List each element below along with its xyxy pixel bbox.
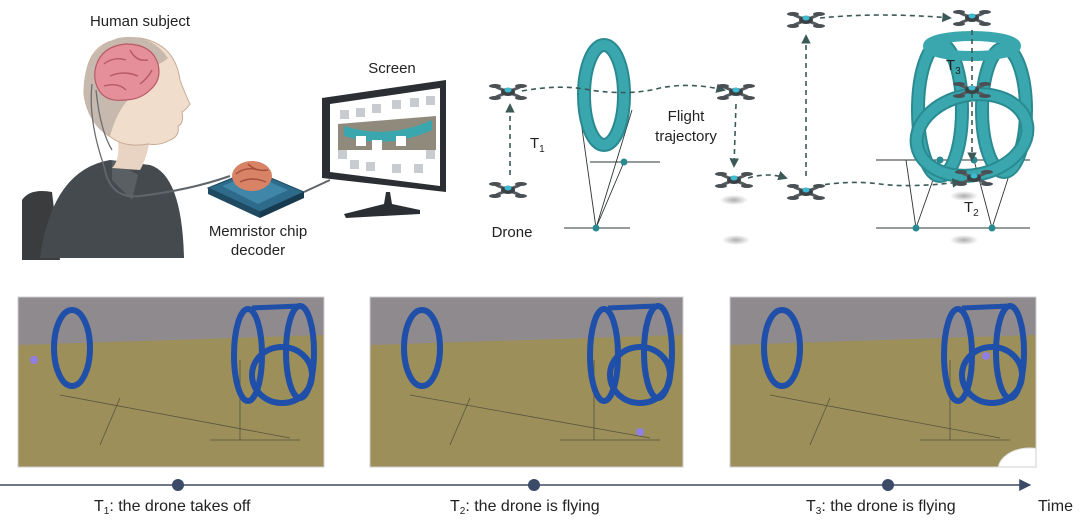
timeline-marker-t3: [882, 479, 894, 491]
screen-label: Screen: [368, 60, 416, 77]
trajectory-label-line1: Flight: [668, 108, 706, 125]
chip-label-line1: Memristor chip: [209, 223, 307, 240]
photo-t3: [730, 297, 1036, 467]
timeline-marker-t1: [172, 479, 184, 491]
t3-label: T3: [946, 57, 961, 77]
photo-t1: [18, 297, 324, 467]
timeline-marker-t2: [528, 479, 540, 491]
flight-schematic: [487, 8, 1035, 245]
drone-label: Drone: [492, 224, 533, 241]
photo-t2: [370, 297, 683, 467]
timeline-event-t3: T3: the drone is flying: [806, 498, 956, 517]
screen-illustration: [322, 80, 446, 218]
timeline-event-t1: T1: the drone takes off: [94, 498, 251, 517]
brain-illustration: [94, 43, 160, 101]
chip-cable: [303, 179, 331, 193]
timeline-event-t2: T2: the drone is flying: [450, 498, 600, 517]
time-axis-label: Time: [1038, 498, 1073, 515]
chip-label-line2: decoder: [231, 242, 285, 259]
human-subject-illustration: [22, 36, 231, 260]
human-subject-label: Human subject: [90, 13, 191, 30]
t1-label: T1: [530, 135, 545, 155]
trajectory-label-line2: trajectory: [655, 128, 717, 145]
memristor-chip-illustration: [206, 161, 306, 218]
t2-label: T2: [964, 199, 979, 219]
